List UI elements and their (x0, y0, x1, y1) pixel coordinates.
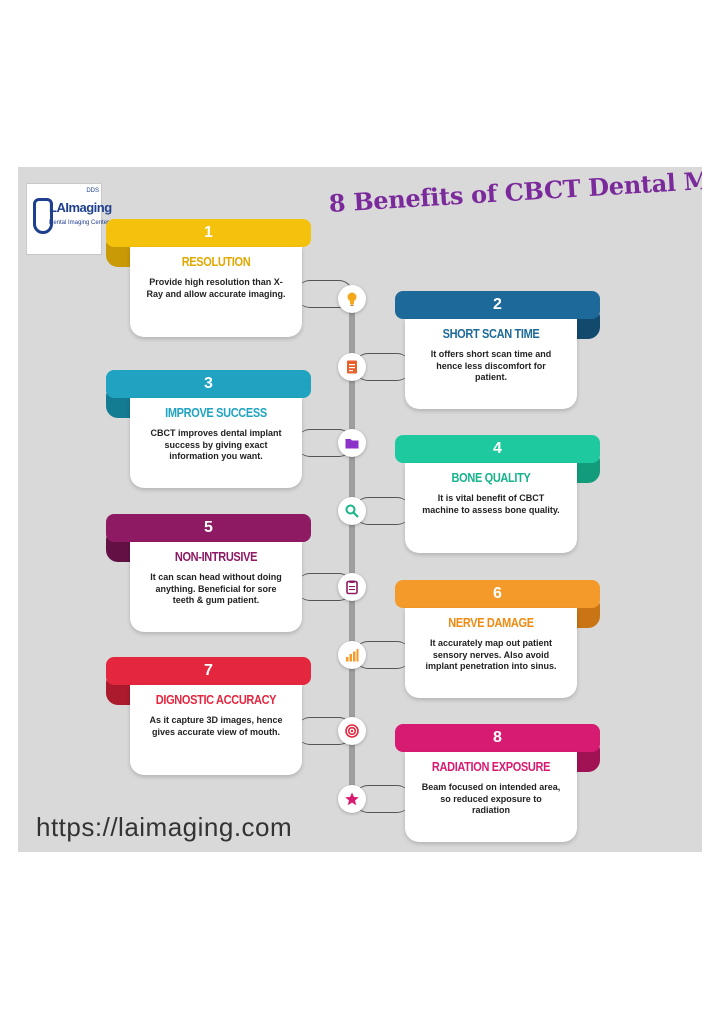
card-description: It accurately map out patient sensory ne… (425, 638, 557, 671)
card-description: CBCT improves dental implant success by … (150, 428, 282, 461)
card-description: It can scan head without doing anything.… (150, 572, 282, 605)
card-body: RADIATION EXPOSURE Beam focused on inten… (405, 752, 577, 842)
tooth-logo-icon (33, 198, 53, 234)
card-body: IMPROVE SUCCESS CBCT improves dental imp… (130, 398, 302, 488)
card-description: Provide high resolution than X-Ray and a… (146, 277, 286, 299)
document-icon (338, 353, 366, 381)
card-description: Beam focused on intended area, so reduce… (421, 782, 561, 815)
card-number-band: 2 (395, 291, 600, 319)
timeline-line (349, 297, 355, 812)
card-heading: NON-INTRUSIVE (174, 550, 258, 564)
logo-badge: DDS (86, 188, 99, 194)
target-icon (338, 717, 366, 745)
lightbulb-icon (338, 285, 366, 313)
logo-brand-text: LAImaging (49, 200, 112, 215)
search-icon (338, 497, 366, 525)
card-number-band: 3 (106, 370, 311, 398)
folder-icon (338, 429, 366, 457)
card-body: NON-INTRUSIVE It can scan head without d… (130, 542, 302, 632)
page-title: 8 Benefits of CBCT Dental Machine (328, 167, 702, 218)
website-url: https://laimaging.com (36, 812, 293, 842)
card-heading: BONE QUALITY (451, 471, 531, 485)
card-heading: IMPROVE SUCCESS (165, 406, 267, 420)
company-logo: DDS LAImaging Dental Imaging Center (26, 183, 112, 255)
clipboard-icon (338, 573, 366, 601)
star-icon (338, 785, 366, 813)
logo-subtitle: Dental Imaging Center (49, 220, 110, 226)
card-description: It is vital benefit of CBCT machine to a… (422, 493, 560, 515)
card-body: BONE QUALITY It is vital benefit of CBCT… (405, 463, 577, 553)
card-heading: SHORT SCAN TIME (442, 327, 540, 341)
card-body: RESOLUTION Provide high resolution than … (130, 247, 302, 337)
card-number-band: 5 (106, 514, 311, 542)
card-number-band: 1 (106, 219, 311, 247)
card-number-band: 8 (395, 724, 600, 752)
card-body: SHORT SCAN TIME It offers short scan tim… (405, 319, 577, 409)
card-number-band: 7 (106, 657, 311, 685)
card-number-band: 4 (395, 435, 600, 463)
card-body: DIGNOSTIC ACCURACY As it capture 3D imag… (130, 685, 302, 775)
bar-chart-icon (338, 641, 366, 669)
card-description: As it capture 3D images, hence gives acc… (149, 715, 283, 737)
card-heading: RESOLUTION (181, 255, 251, 269)
card-description: It offers short scan time and hence less… (430, 349, 552, 382)
card-heading: RADIATION EXPOSURE (431, 760, 551, 774)
infographic-poster: DDS LAImaging Dental Imaging Center 8 Be… (18, 167, 702, 852)
card-body: NERVE DAMAGE It accurately map out patie… (405, 608, 577, 698)
card-heading: NERVE DAMAGE (448, 616, 534, 630)
card-number-band: 6 (395, 580, 600, 608)
card-heading: DIGNOSTIC ACCURACY (155, 693, 277, 707)
